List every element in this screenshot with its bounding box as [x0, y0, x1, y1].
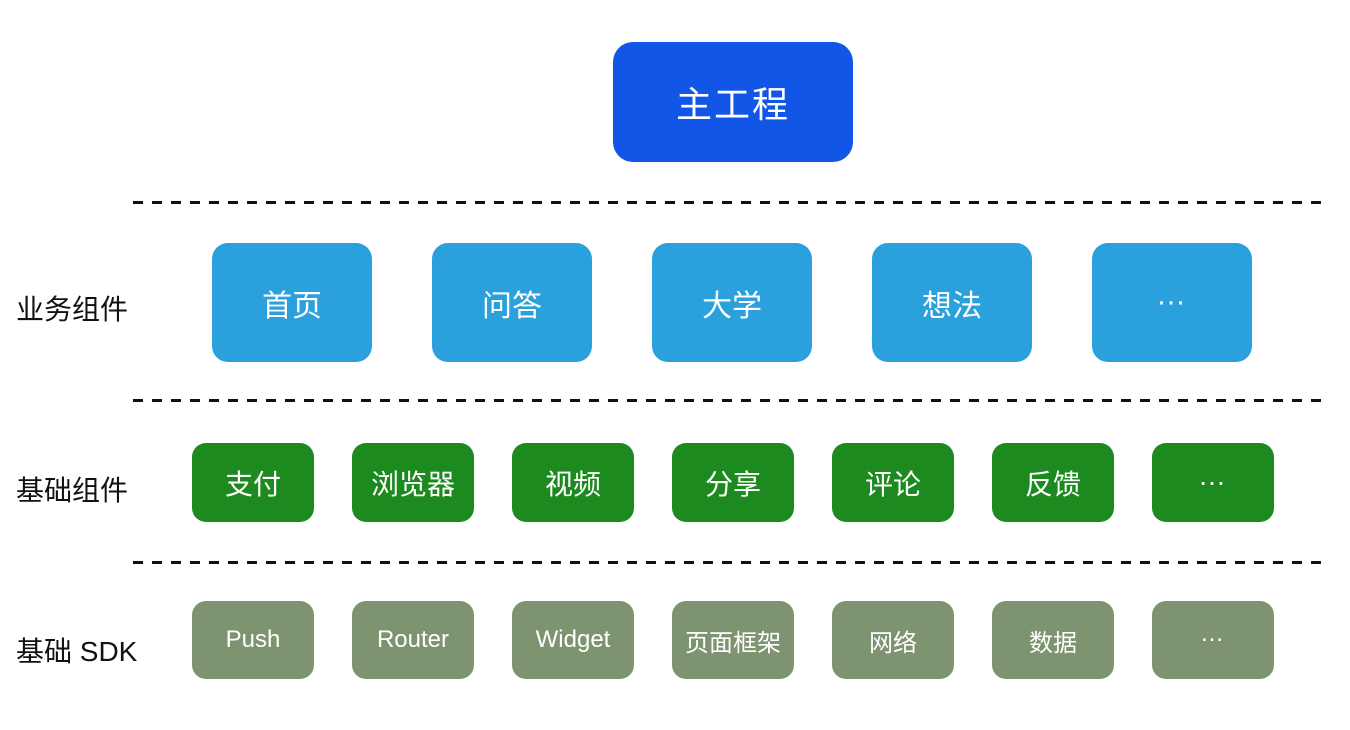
sdk-box-data: 数据 [992, 601, 1114, 679]
ellipsis-label: … [1200, 619, 1226, 647]
component-box-feedback: 反馈 [992, 443, 1114, 522]
ellipsis-label: … [1198, 459, 1228, 491]
sdk-box-push: Push [192, 601, 314, 679]
component-box-comment: 评论 [832, 443, 954, 522]
sdk-box-router: Router [352, 601, 474, 679]
row-label-business-components: 业务组件 [16, 294, 129, 325]
sdk-box-ellipsis: … [1152, 601, 1274, 679]
component-box-browser: 浏览器 [352, 443, 474, 522]
divider-line-bottom [133, 561, 1330, 564]
component-box-ellipsis: … [1152, 443, 1274, 522]
sdk-box-widget: Widget [512, 601, 634, 679]
row-label-base-sdk: 基础 SDK [16, 636, 138, 667]
main-project-box: 主工程 [613, 42, 853, 162]
business-box-ideas: 想法 [872, 243, 1032, 362]
business-box-home: 首页 [212, 243, 372, 362]
component-box-payment: 支付 [192, 443, 314, 522]
sdk-box-page-framework: 页面框架 [672, 601, 794, 679]
component-box-share: 分享 [672, 443, 794, 522]
sdk-box-network: 网络 [832, 601, 954, 679]
row-label-base-components: 基础组件 [16, 475, 129, 506]
ellipsis-label: … [1156, 278, 1188, 312]
business-box-ellipsis: … [1092, 243, 1252, 362]
business-box-university: 大学 [652, 243, 812, 362]
divider-line-middle [133, 399, 1330, 402]
component-box-video: 视频 [512, 443, 634, 522]
business-box-qa: 问答 [432, 243, 592, 362]
divider-line-top [133, 201, 1330, 204]
